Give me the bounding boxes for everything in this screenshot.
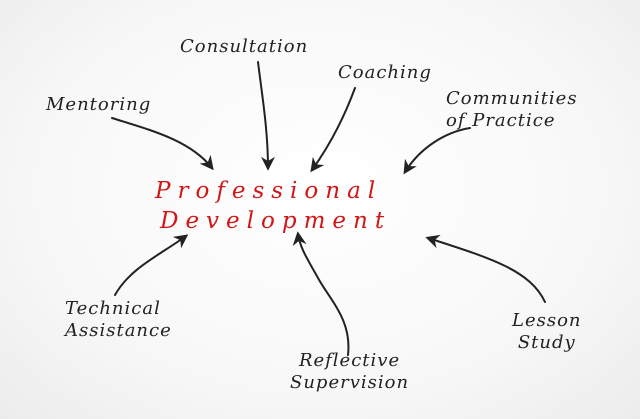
label-coaching: Coaching [338, 62, 432, 83]
label-reflective-line2: Supervision [290, 372, 410, 393]
arrow-mentoring [111, 117, 214, 171]
arrow-communities [403, 127, 471, 175]
label-reflective-line1: Reflective [298, 350, 401, 371]
center-title-line2: Development [160, 208, 392, 234]
label-communities-of-practice: Communities of Practice [446, 88, 578, 132]
arrow-consultation [257, 61, 275, 171]
label-reflective-supervision: Reflective Supervision [290, 350, 409, 394]
arrow-coaching [310, 87, 356, 173]
label-technical-line2: Assistance [65, 320, 172, 341]
label-lesson-line2: Study [517, 332, 576, 353]
center-title: Professional Development [155, 176, 391, 236]
label-lesson-line1: Lesson [512, 310, 582, 331]
label-mentoring: Mentoring [46, 94, 152, 115]
arrow-lesson [425, 234, 546, 303]
label-consultation: Consultation [180, 36, 309, 57]
label-communities-line2: of Practice [446, 110, 556, 131]
label-technical-line1: Technical [65, 298, 161, 319]
label-communities-line1: Communities [446, 88, 578, 109]
arrow-reflective [292, 231, 350, 356]
label-technical-assistance: Technical Assistance [65, 298, 172, 342]
arrow-technical [114, 234, 189, 296]
center-title-line1: Professional [155, 178, 383, 204]
label-lesson-study: Lesson Study [512, 310, 582, 354]
